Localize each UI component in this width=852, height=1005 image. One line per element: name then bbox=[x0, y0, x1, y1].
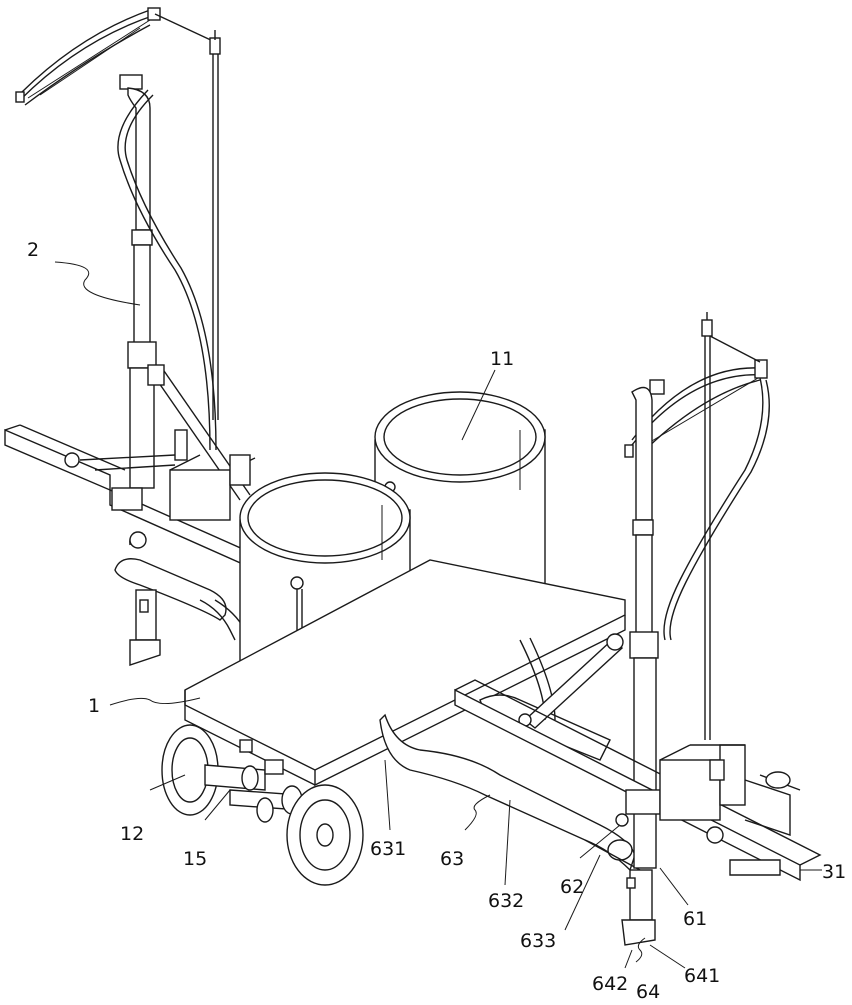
label-641: 641 bbox=[684, 965, 720, 987]
leader-2 bbox=[54, 261, 141, 306]
platform bbox=[184, 559, 626, 787]
label-633: 633 bbox=[520, 930, 556, 952]
right-mast-assembly bbox=[454, 312, 822, 946]
label-64: 64 bbox=[636, 981, 660, 1000]
label-1: 1 bbox=[88, 695, 100, 717]
leader-15 bbox=[204, 789, 231, 821]
leader-61 bbox=[659, 867, 689, 906]
part-labels: 2 11 1 12 15 631 63 632 62 633 61 31 642… bbox=[27, 239, 846, 1003]
leader-64 bbox=[635, 937, 646, 963]
label-11: 11 bbox=[490, 348, 514, 370]
leader-11 bbox=[461, 369, 496, 441]
leader-lines bbox=[54, 261, 822, 969]
label-2: 2 bbox=[27, 239, 39, 261]
leader-62 bbox=[579, 824, 621, 859]
wheel-assembly bbox=[161, 724, 364, 886]
label-632: 632 bbox=[488, 890, 524, 912]
label-63: 63 bbox=[440, 848, 464, 870]
leader-641 bbox=[649, 944, 686, 969]
leader-633 bbox=[564, 854, 601, 931]
leader-63 bbox=[464, 794, 491, 831]
leader-632 bbox=[504, 799, 511, 886]
label-631: 631 bbox=[370, 838, 406, 860]
leader-631 bbox=[384, 759, 391, 831]
label-61: 61 bbox=[683, 908, 707, 930]
left-mast-assembly bbox=[4, 7, 256, 666]
label-15: 15 bbox=[183, 848, 207, 870]
leader-642 bbox=[624, 949, 633, 969]
label-62: 62 bbox=[560, 876, 584, 898]
label-31: 31 bbox=[822, 861, 846, 883]
leader-12 bbox=[149, 774, 186, 791]
leader-1 bbox=[109, 697, 201, 706]
label-12: 12 bbox=[120, 823, 144, 845]
label-642: 642 bbox=[592, 973, 628, 995]
